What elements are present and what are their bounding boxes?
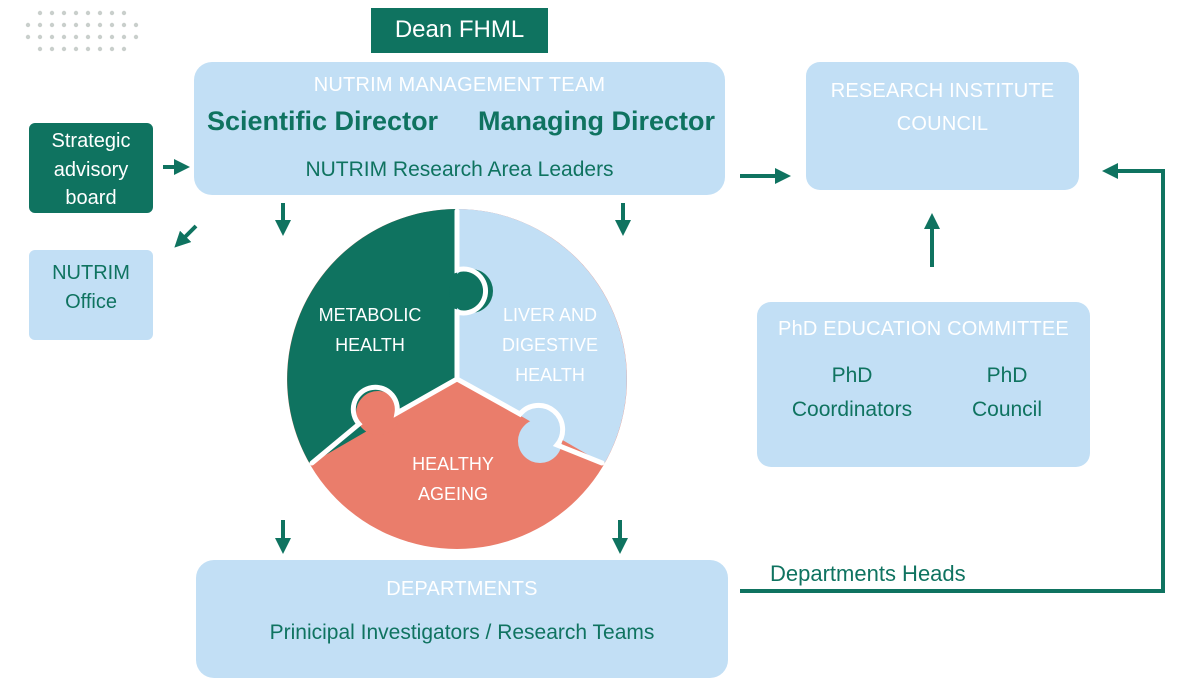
area-leaders: NUTRIM Research Area Leaders <box>305 158 614 181</box>
nutrim-office-box: NUTRIM Office <box>29 250 153 340</box>
metabolic-health-label: METABOLIC HEALTH <box>305 300 435 360</box>
dot-grid-icon <box>25 10 139 52</box>
council-line-1: RESEARCH INSTITUTE <box>830 80 1055 102</box>
departments-heads-label: Departments Heads <box>770 561 966 586</box>
ageing-knob <box>356 391 400 435</box>
strategic-line-3: board <box>65 187 117 209</box>
liver-line-3: HEALTH <box>515 365 585 385</box>
ageing-line-1: HEALTHY <box>412 454 494 474</box>
management-team-title: NUTRIM MANAGEMENT TEAM <box>313 74 606 96</box>
phd-education-committee-box: PhD EDUCATION COMMITTEE PhD Coordinators… <box>757 302 1090 467</box>
dean-box: Dean FHML <box>371 8 548 53</box>
scientific-director: Scientific Director <box>207 106 439 136</box>
strategic-advisory-board-box: Strategic advisory board <box>29 123 153 213</box>
departments-box: DEPARTMENTS Prinicipal Investigators / R… <box>196 560 728 678</box>
departments-title: DEPARTMENTS <box>386 578 538 600</box>
phd-committee-title: PhD EDUCATION COMMITTEE <box>778 318 1069 340</box>
strategic-line-1: Strategic <box>51 130 131 152</box>
phd-council-line-1: PhD <box>986 364 1028 387</box>
phd-coordinators-line-2: Coordinators <box>791 398 913 421</box>
liver-digestive-label: LIVER AND DIGESTIVE HEALTH <box>490 300 610 390</box>
office-line-2: Office <box>65 291 117 313</box>
liver-line-2: DIGESTIVE <box>501 335 599 355</box>
metabolic-line-2: HEALTH <box>335 335 405 355</box>
dean-label: Dean FHML <box>394 16 525 43</box>
arrow-icon <box>174 224 198 248</box>
departments-heads-connector <box>740 163 1165 593</box>
healthy-ageing-label: HEALTHY AGEING <box>393 449 513 509</box>
research-institute-council-box: RESEARCH INSTITUTE COUNCIL <box>806 62 1079 190</box>
strategic-line-2: advisory <box>53 159 129 181</box>
liver-knob <box>518 419 562 463</box>
managing-director: Managing Director <box>478 106 716 136</box>
ageing-line-2: AGEING <box>417 484 488 504</box>
council-line-2: COUNCIL <box>896 113 989 135</box>
liver-line-1: LIVER AND <box>502 305 598 325</box>
office-line-1: NUTRIM <box>52 262 130 284</box>
metabolic-line-1: METABOLIC <box>318 305 422 325</box>
departments-members: Prinicipal Investigators / Research Team… <box>269 621 655 644</box>
phd-coordinators-line-1: PhD <box>831 364 873 387</box>
management-team-box: NUTRIM MANAGEMENT TEAM Scientific Direct… <box>194 62 725 195</box>
phd-council-line-2: Council <box>971 398 1043 421</box>
